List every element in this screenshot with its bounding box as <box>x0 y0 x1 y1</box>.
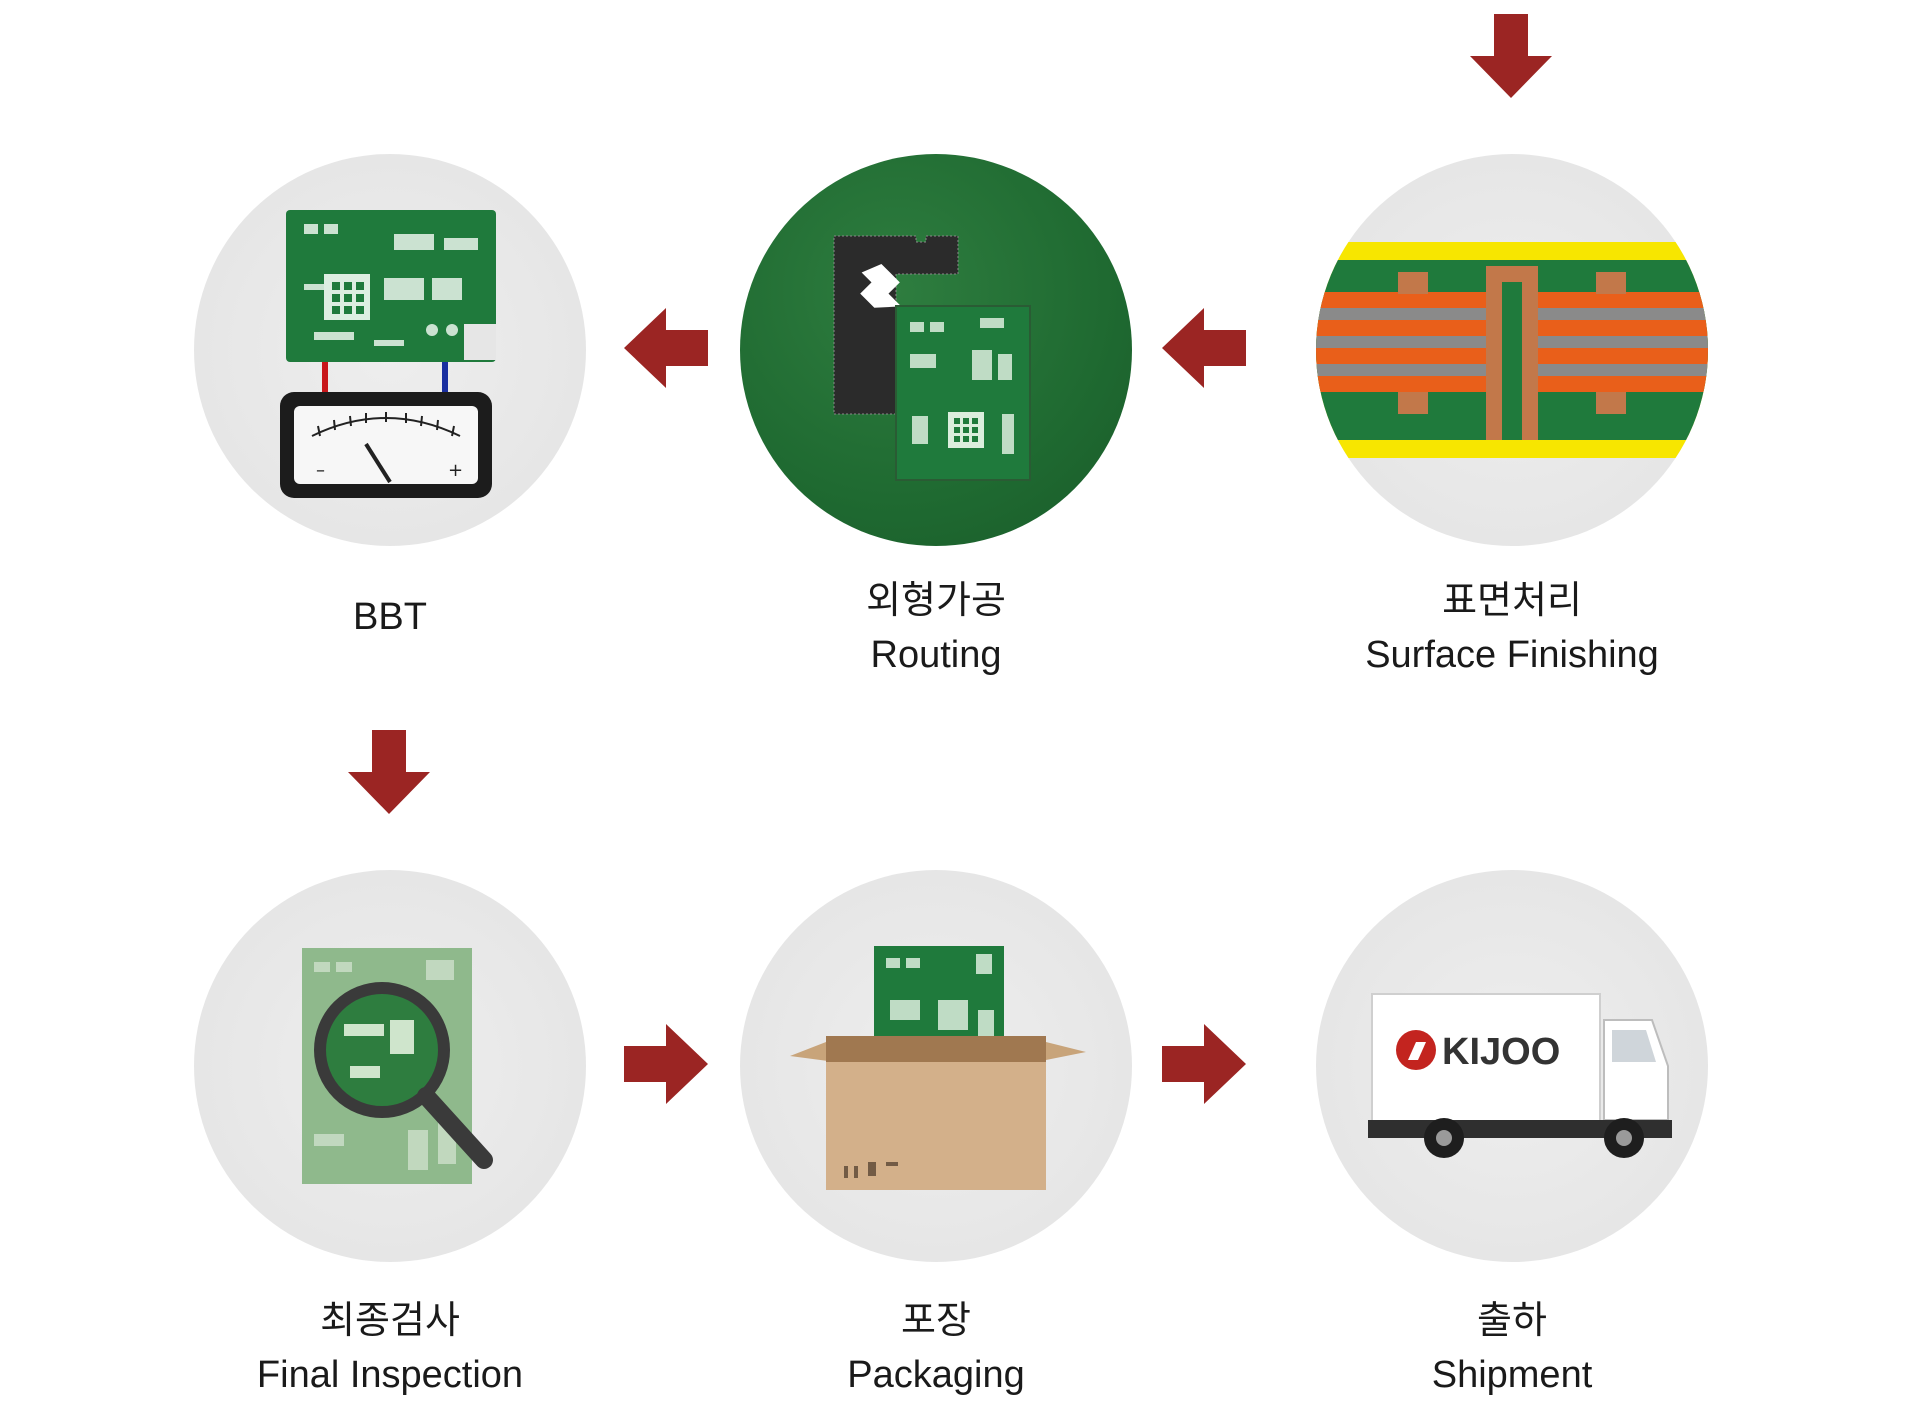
svg-text:–: – <box>316 460 325 481</box>
delivery-truck-icon: KIJOO <box>1368 993 1672 1158</box>
step-routing: 외형가공 Routing <box>740 154 1132 694</box>
step-label-en: BBT <box>353 596 427 638</box>
pcb-cross-section-icon <box>1316 242 1708 458</box>
arrow-into-surface <box>1470 14 1552 98</box>
truck-logo-text: KIJOO <box>1442 1031 1560 1073</box>
step-packaging: 포장 Packaging <box>740 870 1132 1396</box>
step-circle <box>740 154 1132 546</box>
step-label: 최종검사 Final Inspection <box>134 1294 646 1402</box>
step-circle: – + <box>194 154 586 546</box>
step-label-en: Routing <box>870 634 1002 676</box>
magnifier-pcb-icon <box>302 948 493 1184</box>
step-shipment: KIJOO 출하 Shipment <box>1316 870 1708 1396</box>
arrow-surface-to-routing <box>1162 308 1246 388</box>
step-label-ko: 포장 <box>901 1300 971 1342</box>
step-final: 최종검사 Final Inspection <box>194 870 586 1396</box>
step-bbt: – + BBT <box>194 154 586 674</box>
step-label-en: Surface Finishing <box>1365 634 1659 676</box>
step-label: BBT <box>134 590 646 644</box>
step-label-en: Shipment <box>1431 1354 1593 1396</box>
arrow-packaging-to-shipment <box>1162 1024 1246 1104</box>
pcb-routing-icon <box>833 235 1031 481</box>
pcb-box-icon <box>790 946 1086 1190</box>
arrow-routing-to-bbt <box>624 308 708 388</box>
step-surface: 표면처리 Surface Finishing <box>1316 154 1708 694</box>
step-label-ko: 표면처리 <box>1442 580 1582 622</box>
step-circle <box>740 870 1132 1262</box>
arrow-final-to-packaging <box>624 1024 708 1104</box>
step-circle <box>1316 154 1708 546</box>
svg-text:+: + <box>448 460 463 481</box>
pcb-meter-icon: – + <box>280 210 496 498</box>
step-label-ko: 외형가공 <box>866 580 1006 622</box>
step-label: 외형가공 Routing <box>680 574 1192 682</box>
step-circle: KIJOO <box>1316 870 1708 1262</box>
step-label-ko: 출하 <box>1477 1300 1547 1342</box>
step-circle <box>194 870 586 1262</box>
step-label: 포장 Packaging <box>680 1294 1192 1402</box>
arrow-bbt-to-final <box>348 730 430 814</box>
step-label: 출하 Shipment <box>1256 1294 1768 1402</box>
step-label-en: Packaging <box>847 1354 1025 1396</box>
step-label-en: Final Inspection <box>256 1354 524 1396</box>
step-label: 표면처리 Surface Finishing <box>1256 574 1768 682</box>
step-label-ko: 최종검사 <box>320 1300 460 1342</box>
